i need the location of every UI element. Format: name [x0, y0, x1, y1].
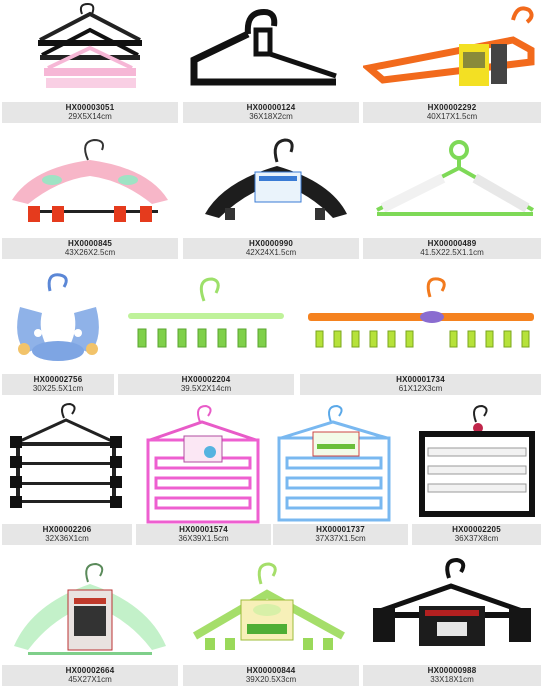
- product-code: HX00000124: [246, 103, 296, 112]
- hanger-orange-folding-icon: [363, 0, 541, 100]
- hanger-orange-peg-rack-icon: [300, 267, 541, 372]
- product-size: 32X36X1cm: [45, 534, 89, 543]
- hanger-clear-green-icon: [2, 554, 178, 664]
- product-code: HX00002204: [181, 375, 231, 384]
- product-card: HX00002204 39.5X2X14cm: [118, 267, 294, 397]
- product-card: HX00000489 41.5X22.5X1.1cm: [363, 128, 541, 263]
- product-code: HX0000990: [248, 239, 294, 248]
- product-card: HX0000845 43X26X2.5cm: [2, 128, 178, 263]
- hanger-green-peg-rack-icon: [118, 267, 294, 372]
- hanger-black-white-tiered-icon: [412, 400, 541, 525]
- product-card: HX00002664 45X27X1cm: [2, 554, 178, 688]
- hanger-black-clip-packaged-icon: [363, 554, 541, 664]
- product-card: HX00002292 40X17X1.5cm: [363, 0, 541, 125]
- product-code: HX00001737: [316, 525, 365, 534]
- product-size: 40X17X1.5cm: [426, 112, 478, 121]
- product-card: HX00002205 36X37X8cm: [412, 400, 541, 550]
- product-size: 45X27X1cm: [68, 675, 112, 684]
- hanger-blue-multi-hook-icon: [2, 267, 114, 372]
- product-code: HX00000489: [427, 239, 477, 248]
- product-code: HX00001734: [396, 375, 445, 384]
- product-size: 42X24X1.5cm: [245, 248, 297, 257]
- hanger-black-bar-icon: [183, 0, 359, 100]
- product-size: 61X12X3cm: [398, 384, 443, 393]
- product-card: HX00002756 30X25.5X1cm: [2, 267, 114, 397]
- product-code: HX00002205: [452, 525, 501, 534]
- hanger-black-wide-shoulder-icon: [183, 128, 359, 238]
- product-size: 33X18X1cm: [430, 675, 474, 684]
- product-size: 39.5X2X14cm: [180, 384, 232, 393]
- product-code: HX00002756: [33, 375, 83, 384]
- product-card: HX00000124 36X18X2cm: [183, 0, 359, 125]
- product-card: HX00001574 36X39X1.5cm: [136, 400, 271, 550]
- product-code: HX00002292: [427, 103, 477, 112]
- product-size: 36X39X1.5cm: [178, 534, 229, 543]
- product-card: HX00001734 61X12X3cm: [300, 267, 541, 397]
- hanger-set-black-pink-icon: [2, 0, 178, 100]
- product-card: HX00000844 39X20.5X3cm: [183, 554, 359, 688]
- product-code: HX00000988: [427, 666, 477, 675]
- product-size: 43X26X2.5cm: [64, 248, 116, 257]
- product-code: HX00003051: [65, 103, 115, 112]
- hanger-blue-tiered-icon: [273, 400, 408, 525]
- product-card: HX00000988 33X18X1cm: [363, 554, 541, 688]
- product-code: HX00002664: [65, 666, 115, 675]
- product-size: 41.5X22.5X1.1cm: [420, 248, 484, 257]
- product-code: HX0000845: [67, 239, 113, 248]
- product-size: 29X5X14cm: [68, 112, 112, 121]
- product-code: HX00002206: [42, 525, 92, 534]
- product-card: HX00001737 37X37X1.5cm: [273, 400, 408, 550]
- product-code: HX00001574: [179, 525, 228, 534]
- hanger-pink-tiered-icon: [136, 400, 271, 525]
- product-size: 37X37X1.5cm: [315, 534, 366, 543]
- product-size: 39X20.5X3cm: [245, 675, 297, 684]
- product-size: 30X25.5X1cm: [32, 384, 84, 393]
- hanger-pink-with-clips-icon: [2, 128, 178, 238]
- product-card: HX00002206 32X36X1cm: [2, 400, 132, 550]
- hanger-black-tiered-clips-icon: [2, 400, 132, 525]
- product-card: HX00003051 29X5X14cm: [2, 0, 178, 125]
- product-card: HX0000990 42X24X1.5cm: [183, 128, 359, 263]
- hanger-green-white-icon: [363, 128, 541, 238]
- product-size: 36X18X2cm: [249, 112, 293, 121]
- hanger-green-packaged-icon: [183, 554, 359, 664]
- product-size: 36X37X8cm: [454, 534, 499, 543]
- product-code: HX00000844: [246, 666, 296, 675]
